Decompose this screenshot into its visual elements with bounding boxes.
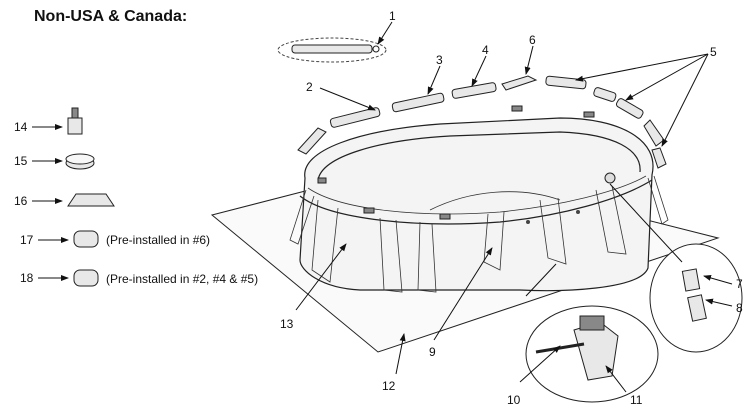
callout-11: 11 — [630, 393, 643, 407]
callout-10: 10 — [507, 393, 521, 407]
part-1-beam — [291, 44, 373, 54]
small-parts — [65, 107, 115, 287]
callout-7: 7 — [736, 277, 743, 291]
callout-labels: 1 2 3 4 5 6 7 8 9 10 11 12 13 14 15 16 1… — [14, 9, 743, 407]
callout-18: 18 — [20, 271, 34, 285]
callout-15: 15 — [14, 154, 28, 168]
callout-9: 9 — [429, 345, 436, 359]
callout-14: 14 — [14, 120, 28, 134]
callout-2: 2 — [306, 80, 313, 94]
callout-6: 6 — [529, 33, 536, 47]
note-17: (Pre-installed in #6) — [106, 233, 210, 247]
callout-4: 4 — [482, 43, 489, 57]
top-rail-beams — [297, 75, 667, 169]
callout-5: 5 — [710, 45, 717, 59]
callout-3: 3 — [436, 53, 443, 67]
pool-body — [289, 105, 669, 293]
callout-16: 16 — [14, 194, 28, 208]
part-1-outline — [277, 37, 387, 63]
callout-1: 1 — [389, 9, 396, 23]
leader-lines — [32, 21, 733, 393]
callout-12: 12 — [382, 379, 396, 393]
callout-13: 13 — [280, 317, 294, 331]
page-title: Non-USA & Canada: — [34, 8, 188, 25]
callout-17: 17 — [20, 233, 34, 247]
callout-8: 8 — [736, 301, 743, 315]
note-18: (Pre-installed in #2, #4 & #5) — [106, 272, 258, 286]
